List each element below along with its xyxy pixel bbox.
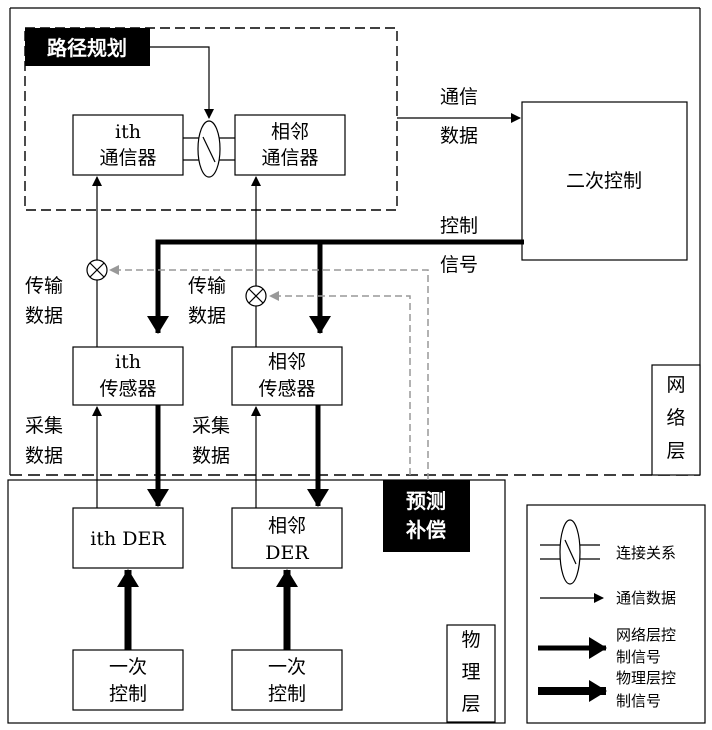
path-planning-label: 路径规划: [47, 36, 127, 60]
neighbor-sensor-line1: 相邻: [268, 351, 306, 373]
prediction-compensation-line2: 补偿: [405, 518, 446, 542]
transmit-data-left-line1: 传输: [25, 275, 63, 297]
transmit-data-left-line2: 数据: [25, 305, 63, 327]
neighbor-der-line1: 相邻: [268, 515, 306, 537]
ith-der-label: ith DER: [90, 528, 166, 550]
communicator-link: [183, 121, 235, 177]
control-signal-line1: 控制: [440, 215, 478, 237]
ith-primary-line1: 一次: [109, 656, 147, 678]
prediction-compensation-line1: 预测: [406, 489, 446, 513]
transmit-data-right-line2: 数据: [188, 305, 226, 327]
multiplier-left-icon: [87, 260, 107, 280]
secondary-control-label: 二次控制: [566, 170, 642, 192]
network-layer-line3: 层: [666, 440, 685, 462]
comm-data-line2: 数据: [440, 125, 478, 147]
physical-layer-line3: 层: [461, 693, 480, 715]
transmit-data-right-line1: 传输: [188, 275, 226, 297]
collect-data-left-line2: 数据: [25, 445, 63, 467]
neighbor-primary-line2: 控制: [268, 683, 306, 705]
collect-data-left-line1: 采集: [25, 415, 63, 437]
ith-communicator-line2: 通信器: [99, 147, 156, 169]
legend-phy-ctrl-line1: 物理层控: [616, 669, 676, 687]
ith-sensor-line2: 传感器: [99, 378, 156, 400]
physical-layer-line1: 物: [461, 629, 480, 651]
legend-connection-label: 连接关系: [616, 544, 676, 562]
network-layer-line1: 网: [666, 374, 685, 396]
multiplier-right-icon: [246, 286, 266, 306]
collect-data-right-line2: 数据: [192, 445, 230, 467]
control-signal-line2: 信号: [440, 254, 478, 276]
legend-phy-ctrl-line2: 制信号: [616, 692, 661, 710]
neighbor-sensor-line2: 传感器: [258, 378, 315, 400]
legend-net-ctrl-line1: 网络层控: [616, 626, 676, 644]
neighbor-communicator-line2: 通信器: [261, 147, 318, 169]
physical-layer-line2: 理: [461, 661, 480, 683]
neighbor-der-line2: DER: [265, 542, 309, 564]
ith-sensor-line1: ith: [115, 351, 141, 373]
network-layer-line2: 络: [666, 407, 685, 429]
neighbor-primary-line1: 一次: [268, 656, 306, 678]
ith-primary-line2: 控制: [109, 683, 147, 705]
path-planning-arrow: [150, 47, 209, 118]
ith-communicator-line1: ith: [115, 121, 141, 143]
legend-net-ctrl-line2: 制信号: [616, 648, 661, 666]
legend-comm-label: 通信数据: [616, 589, 676, 607]
collect-data-right-line1: 采集: [192, 415, 230, 437]
neighbor-communicator-line1: 相邻: [271, 121, 309, 143]
comm-data-line1: 通信: [440, 86, 478, 108]
